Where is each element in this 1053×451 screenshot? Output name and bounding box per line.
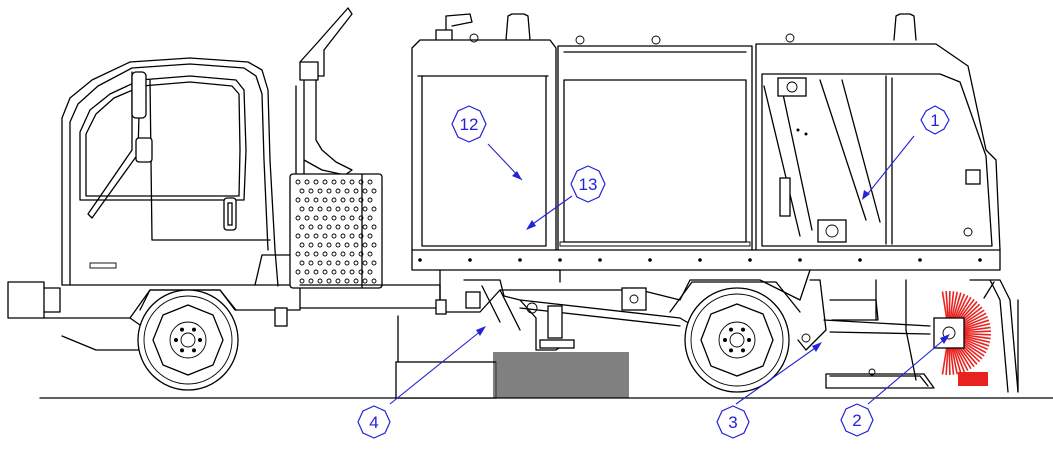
leader-arrow-12	[512, 171, 522, 180]
callout-label-3: 3	[728, 413, 737, 432]
callout-label-2: 2	[852, 411, 861, 430]
callout-4: 4	[357, 405, 391, 439]
perforated-screen	[289, 173, 383, 289]
callout-label-13: 13	[579, 175, 598, 194]
callout-label-1: 1	[930, 111, 939, 130]
front-wheel	[137, 289, 239, 391]
leader-arrow-4	[476, 326, 486, 336]
callout-1: 1	[920, 105, 950, 135]
callout-3: 3	[716, 405, 750, 439]
leader-arrow-13	[526, 220, 536, 230]
callout-13: 13	[570, 165, 606, 203]
leader-arrow-1	[862, 190, 870, 200]
side-broom-assembly	[797, 279, 1019, 393]
callout-2: 2	[840, 403, 874, 437]
rear-wheel	[669, 281, 801, 393]
hopper-body	[299, 13, 1001, 309]
leader-arrow-3	[812, 342, 822, 352]
callout-label-4: 4	[369, 413, 378, 432]
callouts: 1 2 3 4 12 13	[357, 105, 950, 439]
callout-12: 12	[451, 105, 487, 143]
callout-label-12: 12	[460, 115, 479, 134]
leader-arrow-2	[940, 334, 950, 344]
chassis	[274, 269, 811, 399]
